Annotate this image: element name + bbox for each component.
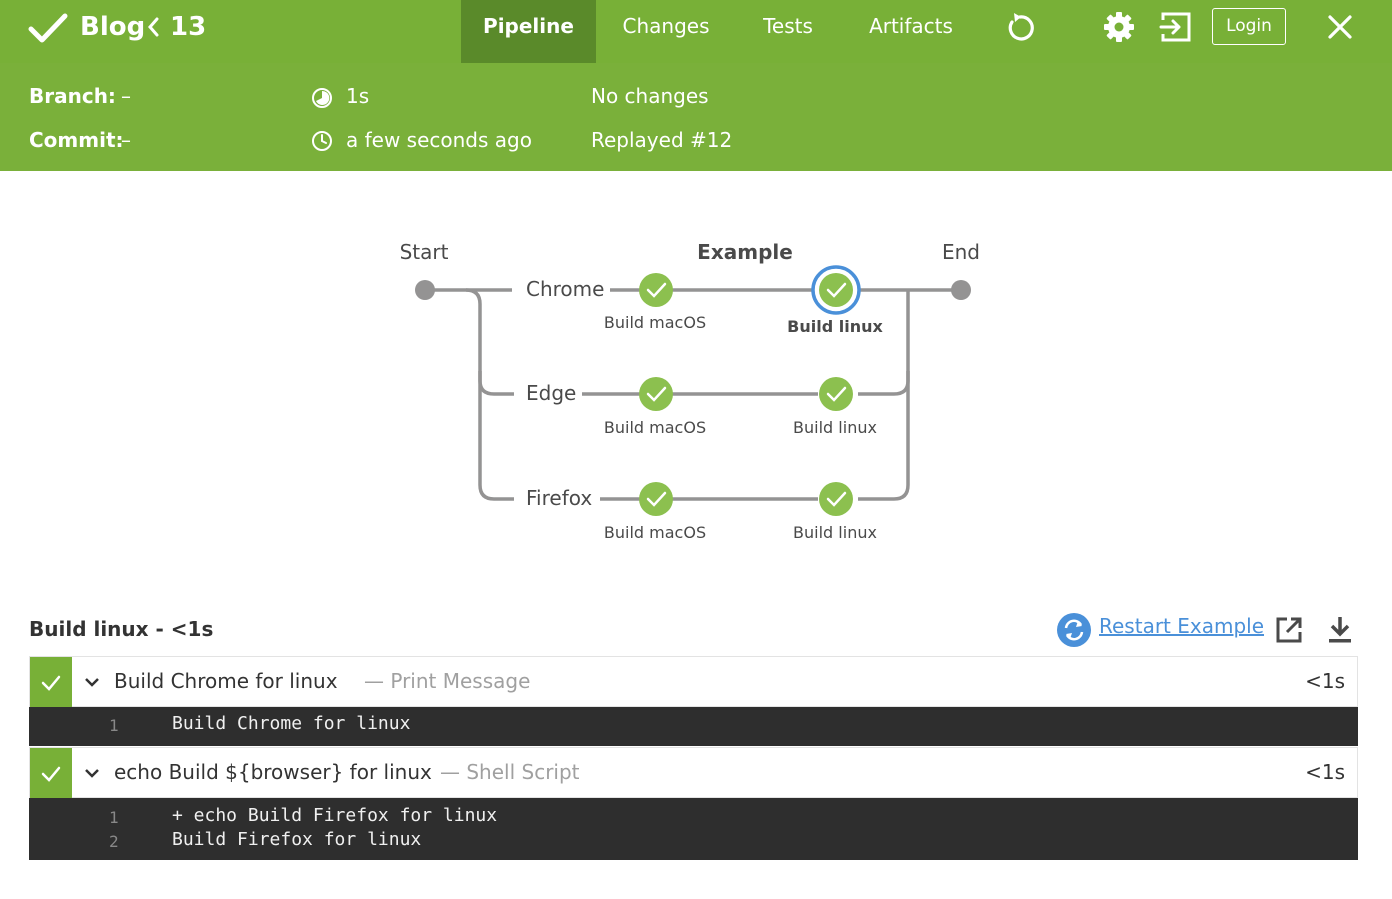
restart-icon[interactable] <box>1056 612 1092 648</box>
clock-icon <box>312 131 332 151</box>
step-description: — Print Message <box>364 669 531 693</box>
top-bar: Blog 13 Pipeline Changes Tests Artifacts… <box>0 0 1392 63</box>
restart-stage-link[interactable]: Restart Example <box>1099 614 1265 638</box>
check-icon <box>41 766 61 782</box>
logout-icon[interactable] <box>1159 10 1193 44</box>
step-name[interactable]: Build Chrome for linux <box>114 669 338 693</box>
log-output: 1 + echo Build Firefox for linux 2 Build… <box>29 798 1358 860</box>
commit-value: – <box>121 128 131 152</box>
log-line: 2 Build Firefox for linux <box>29 829 1358 853</box>
open-external-icon[interactable] <box>1274 615 1304 645</box>
step-label: Build linux <box>793 418 877 437</box>
log-line-number[interactable]: 1 <box>109 808 119 827</box>
check-icon <box>28 13 68 43</box>
run-summary: Branch: – Commit: – 1s a few seconds ago… <box>0 63 1392 171</box>
chevron-down-icon[interactable] <box>84 674 100 690</box>
node-chrome-build-linux-selected[interactable] <box>811 265 861 315</box>
branch-label: Branch: <box>29 84 116 108</box>
time-ago: a few seconds ago <box>346 128 532 152</box>
log-line-number[interactable]: 1 <box>109 716 119 735</box>
branch-firefox-label: Firefox <box>526 486 592 510</box>
end-node <box>951 280 971 300</box>
step-label: Build macOS <box>604 418 706 437</box>
run-number: 13 <box>170 12 207 42</box>
step-row[interactable]: echo Build ${browser} for linux — Shell … <box>29 747 1358 799</box>
gear-icon[interactable] <box>1102 10 1136 44</box>
node-edge-build-linux[interactable] <box>819 377 853 411</box>
branch-edge-label: Edge <box>526 381 576 405</box>
branch-chrome-label: Chrome <box>526 277 604 301</box>
chevron-down-icon[interactable] <box>84 765 100 781</box>
log-line: 1 + echo Build Firefox for linux <box>29 805 1358 829</box>
step-label: Build macOS <box>604 523 706 542</box>
replay-icon[interactable] <box>1003 10 1037 44</box>
step-row[interactable]: Build Chrome for linux — Print Message <… <box>29 656 1358 708</box>
pipeline-graph: Start Example End Chrome Edge Firefox Bu… <box>400 240 980 542</box>
stage-label: Example <box>697 240 793 264</box>
node-firefox-build-macos[interactable] <box>639 482 673 516</box>
step-duration: <1s <box>1305 760 1345 784</box>
log-line-number[interactable]: 2 <box>109 832 119 851</box>
tab-artifacts[interactable]: Artifacts <box>869 14 953 38</box>
step-label-selected: Build linux <box>787 317 883 336</box>
log-line-text: Build Chrome for linux <box>172 713 411 734</box>
pipeline-title[interactable]: Blog <box>80 12 146 42</box>
end-label: End <box>942 240 980 264</box>
commit-label: Commit: <box>29 128 124 152</box>
log-line-text: + echo Build Firefox for linux <box>172 805 498 826</box>
tab-pipeline[interactable]: Pipeline <box>461 0 596 63</box>
node-edge-build-macos[interactable] <box>639 377 673 411</box>
login-button[interactable]: Login <box>1212 8 1286 45</box>
step-name[interactable]: echo Build ${browser} for linux <box>114 760 432 784</box>
step-duration: <1s <box>1305 669 1345 693</box>
step-description: — Shell Script <box>440 760 580 784</box>
node-firefox-build-linux[interactable] <box>819 482 853 516</box>
close-icon[interactable] <box>1326 13 1354 41</box>
chevron-left-icon[interactable] <box>146 16 160 38</box>
step-label: Build linux <box>793 523 877 542</box>
duration-icon <box>312 88 332 108</box>
success-status <box>30 748 72 799</box>
branch-value: – <box>121 84 131 108</box>
start-node <box>415 280 435 300</box>
log-output: 1 Build Chrome for linux <box>29 707 1358 746</box>
replayed-text[interactable]: Replayed #12 <box>591 128 733 152</box>
step-details-title: Build linux - <1s <box>29 617 214 641</box>
tab-tests[interactable]: Tests <box>763 14 813 38</box>
step-label: Build macOS <box>604 313 706 332</box>
download-icon[interactable] <box>1326 615 1354 645</box>
tab-changes[interactable]: Changes <box>622 14 710 38</box>
success-status <box>30 657 72 708</box>
check-icon <box>41 675 61 691</box>
start-label: Start <box>400 240 449 264</box>
changes-text: No changes <box>591 84 709 108</box>
node-chrome-build-macos[interactable] <box>639 273 673 307</box>
log-line-text: Build Firefox for linux <box>172 829 422 850</box>
duration-value: 1s <box>346 84 370 108</box>
log-line: 1 Build Chrome for linux <box>29 713 1358 737</box>
